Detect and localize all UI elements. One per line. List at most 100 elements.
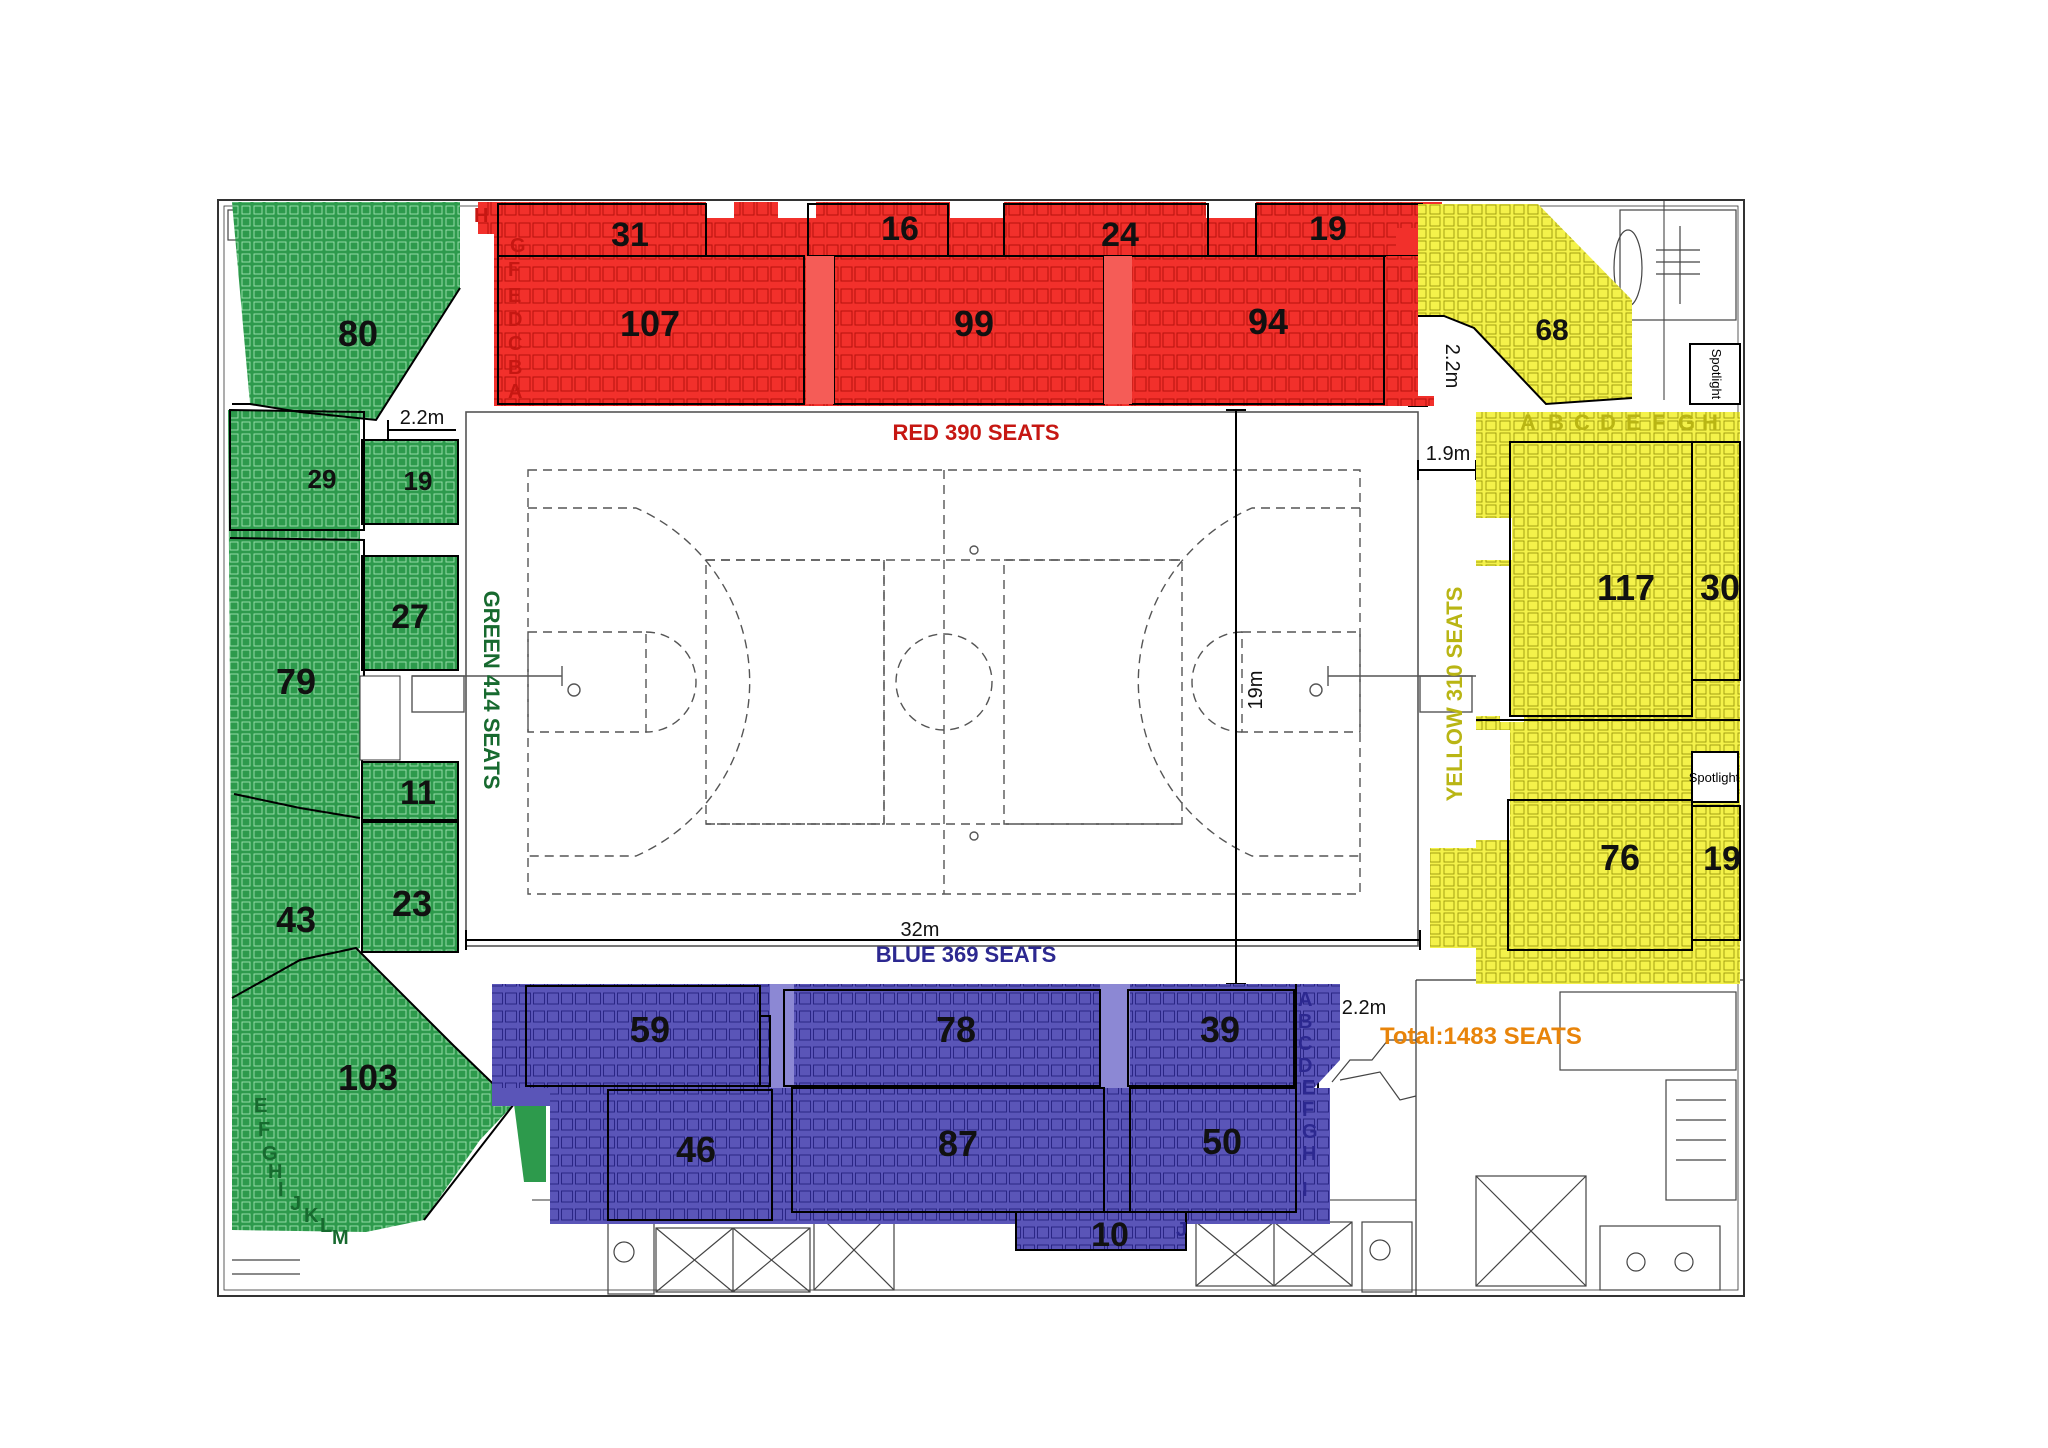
lower-service-blocks (607, 1209, 1413, 1295)
yellow-section-68-label: 68 (1535, 314, 1568, 347)
yellow-section-76[interactable] (1476, 720, 1740, 984)
blue-row-f: F (1302, 1099, 1314, 1121)
yellow-zone-label: YELLOW 310 SEATS (1442, 587, 1467, 802)
blue-row-letters: A B C D E F G H I J (1176, 989, 1318, 1241)
blue-rear-block[interactable] (550, 1088, 1330, 1224)
red-row-d: D (508, 309, 522, 331)
red-row-letters: H G F E D C B A (474, 205, 526, 403)
green-row-m: M (332, 1227, 349, 1249)
green-section-11-label: 11 (400, 774, 436, 812)
zone-labels: RED 390 SEATS BLUE 369 SEATS GREEN 414 S… (479, 420, 1582, 1050)
blue-section-59-label: 59 (630, 1009, 670, 1050)
dimension-labels: 2.2m 1.9m 2.2m 32m 2.2m 19m (400, 344, 1470, 1019)
yellow-stand (1418, 204, 1741, 984)
yellow-section-117-label: 117 (1597, 567, 1655, 608)
blue-row-h: H (1302, 1143, 1316, 1165)
green-section-80[interactable] (232, 202, 460, 420)
red-row-f: F (508, 259, 520, 281)
green-row-f: F (258, 1119, 270, 1141)
bottom-right-gap-label: 2.2m (1342, 997, 1386, 1019)
yellow-section-117[interactable] (1476, 412, 1740, 720)
red-section-24-label: 24 (1101, 216, 1139, 254)
green-section-11[interactable] (362, 762, 458, 820)
red-row-e: E (508, 285, 521, 307)
red-zone-label: RED 390 SEATS (892, 420, 1059, 445)
red-section-99-label: 99 (954, 303, 994, 344)
blue-row-c: C (1298, 1033, 1312, 1055)
yellow-section-30-label: 30 (1700, 567, 1740, 608)
green-section-19[interactable] (362, 440, 458, 524)
red-section-94-label: 94 (1248, 301, 1288, 342)
red-section-31-label: 31 (611, 216, 649, 254)
green-section-29-79-43[interactable] (228, 410, 360, 998)
yellow-row-c: C (1574, 410, 1590, 435)
green-stand (228, 202, 546, 1232)
red-section-107-label: 107 (620, 303, 680, 344)
right-gap-label: 1.9m (1426, 443, 1470, 465)
red-row-h: H (474, 205, 488, 227)
blue-section-87-label: 87 (938, 1123, 978, 1164)
court-width-label: 19m (1245, 671, 1267, 710)
blue-section-10[interactable] (1016, 1212, 1186, 1250)
green-section-19-label: 19 (404, 466, 433, 496)
service-rooms (227, 209, 1737, 1291)
blue-row-a: A (1298, 989, 1312, 1011)
green-row-e: E (254, 1095, 267, 1117)
blue-zone-label: BLUE 369 SEATS (876, 942, 1057, 967)
green-section-103[interactable] (232, 948, 514, 1232)
blue-row-d: D (1298, 1055, 1312, 1077)
spotlight-labels: Spotlight Spotlight (1689, 349, 1740, 785)
green-section-23-label: 23 (392, 883, 432, 924)
green-section-29-label: 29 (308, 464, 337, 494)
red-row-b: B (508, 357, 522, 379)
green-section-79-label: 79 (276, 661, 316, 702)
blue-section-50-label: 50 (1202, 1121, 1242, 1162)
green-row-k: K (304, 1205, 319, 1227)
basketball-court (411, 411, 1478, 947)
blue-section-46-label: 46 (676, 1129, 716, 1170)
section-numbers: 31 16 24 19 107 99 94 80 29 19 27 79 11 … (276, 210, 1741, 1254)
red-section-16-label: 16 (881, 210, 919, 248)
blue-stand (492, 984, 1340, 1251)
spotlight-upper-label: Spotlight (1709, 349, 1724, 400)
yellow-row-g: G (1678, 410, 1695, 435)
blue-section-39-label: 39 (1200, 1009, 1240, 1050)
yellow-row-f: F (1652, 410, 1665, 435)
green-row-j: J (290, 1193, 301, 1215)
green-section-80-label: 80 (338, 313, 378, 354)
total-seats-label: Total:1483 SEATS (1380, 1023, 1582, 1050)
blue-front-block[interactable] (492, 984, 1314, 1088)
green-section-43-label: 43 (276, 899, 316, 940)
blue-section-10-label: 10 (1091, 1216, 1129, 1254)
green-row-g: G (262, 1143, 278, 1165)
red-seating-block[interactable] (494, 234, 1434, 406)
green-row-i: I (278, 1179, 284, 1201)
blue-row-g: G (1302, 1121, 1318, 1143)
yellow-section-19-label: 19 (1703, 840, 1741, 878)
green-section-23[interactable] (362, 822, 458, 952)
green-section-27-label: 27 (391, 598, 429, 636)
red-section-19-label: 19 (1309, 210, 1347, 248)
blue-row-j: J (1176, 1219, 1187, 1241)
yellow-row-a: A (1520, 410, 1536, 435)
yellow-row-h: H (1702, 410, 1718, 435)
yellow-section-68[interactable] (1418, 204, 1632, 404)
blue-row-i: I (1302, 1179, 1308, 1201)
red-row-a: A (508, 381, 522, 403)
red-row-c: C (508, 333, 522, 355)
green-row-l: L (320, 1215, 332, 1237)
spotlight-lower-label: Spotlight (1689, 770, 1740, 785)
top-right-gap-label: 2.2m (1441, 344, 1463, 388)
court-length-label: 32m (901, 919, 940, 941)
green-row-letters: E F G H I J K L M (254, 1095, 349, 1249)
green-zone-label: GREEN 414 SEATS (479, 591, 504, 790)
yellow-section-76-label: 76 (1600, 837, 1640, 878)
yellow-row-letters: A B C D E F G H (1520, 410, 1718, 435)
green-section-27[interactable] (362, 556, 458, 670)
green-row-h: H (268, 1161, 282, 1183)
yellow-row-e: E (1626, 410, 1641, 435)
red-stand (478, 202, 1444, 406)
top-left-gap-label: 2.2m (400, 407, 444, 429)
yellow-row-d: D (1600, 410, 1616, 435)
